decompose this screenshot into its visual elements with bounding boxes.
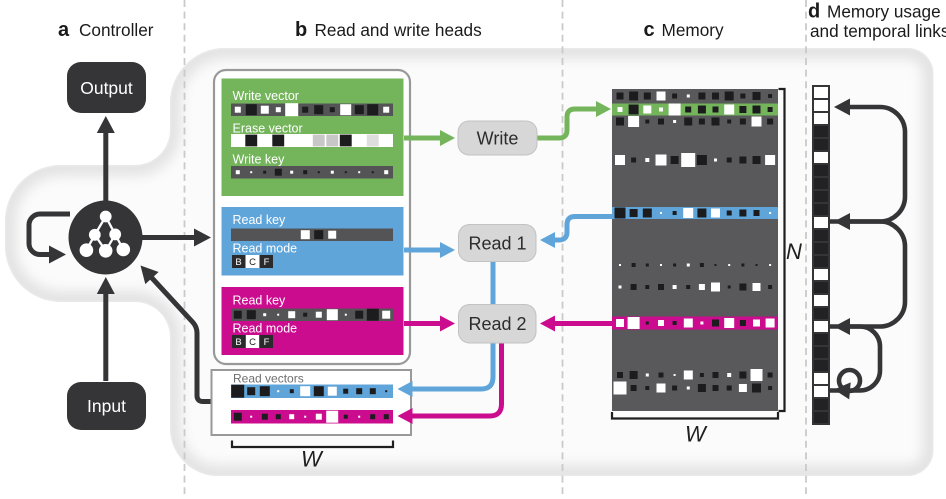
svg-text:N: N — [786, 239, 802, 264]
svg-text:c: c — [644, 19, 655, 41]
svg-text:Write vector: Write vector — [233, 89, 299, 103]
svg-text:a: a — [58, 19, 70, 41]
svg-text:Memory usage: Memory usage — [827, 2, 941, 22]
svg-text:Erase vector: Erase vector — [233, 122, 303, 136]
svg-text:and temporal links: and temporal links — [810, 21, 946, 41]
svg-text:Read 1: Read 1 — [468, 234, 526, 254]
svg-text:b: b — [295, 19, 307, 41]
svg-text:F: F — [264, 337, 270, 348]
svg-text:Output: Output — [80, 78, 133, 98]
svg-text:Input: Input — [87, 396, 126, 416]
svg-text:F: F — [264, 257, 270, 268]
svg-text:Read mode: Read mode — [233, 322, 298, 336]
svg-text:Read key: Read key — [233, 294, 287, 308]
svg-text:Read key: Read key — [233, 213, 287, 227]
svg-text:Write: Write — [477, 129, 519, 149]
svg-text:C: C — [249, 337, 256, 348]
svg-text:Read mode: Read mode — [233, 242, 298, 256]
svg-text:Read vectors: Read vectors — [233, 372, 304, 386]
svg-text:W: W — [301, 447, 324, 472]
svg-text:C: C — [249, 257, 256, 268]
svg-text:Read 2: Read 2 — [468, 314, 526, 334]
svg-text:B: B — [235, 337, 241, 348]
svg-text:W: W — [685, 422, 708, 447]
svg-text:d: d — [808, 1, 820, 23]
svg-text:Write key: Write key — [233, 153, 286, 167]
svg-text:Memory: Memory — [662, 20, 724, 40]
svg-text:Read and write heads: Read and write heads — [315, 20, 482, 40]
svg-text:Controller: Controller — [79, 20, 154, 40]
svg-text:B: B — [235, 257, 241, 268]
